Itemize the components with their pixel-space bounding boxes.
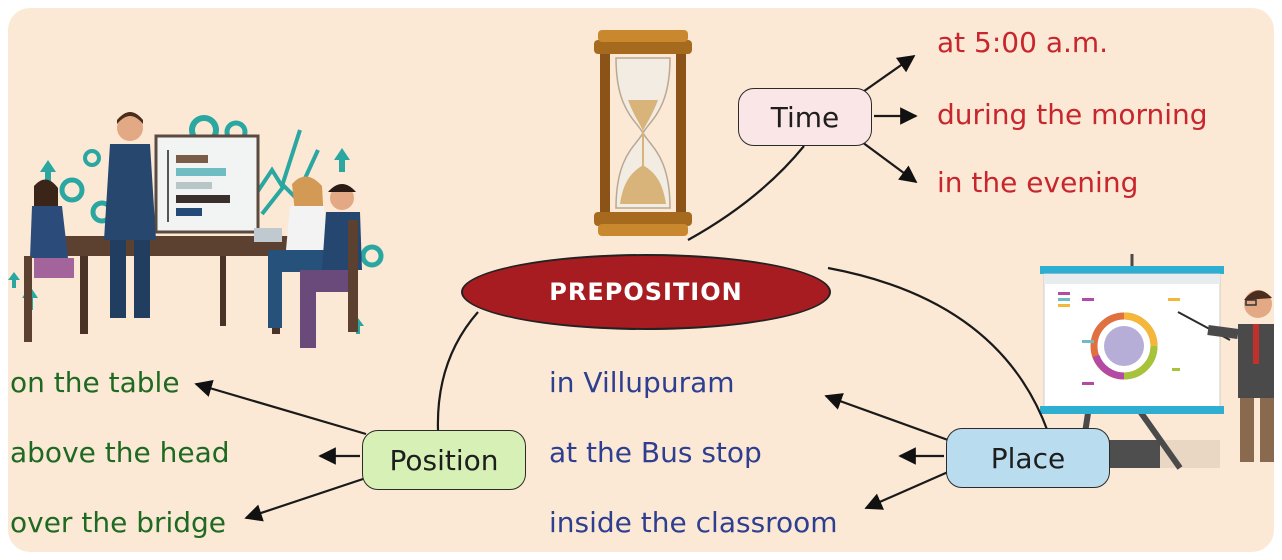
connector-centre-place: [827, 266, 1050, 433]
example-place-2: at the Bus stop: [549, 436, 762, 469]
example-position-1: on the table: [10, 366, 180, 399]
centre-node-preposition: PREPOSITION: [461, 254, 831, 330]
arrow-time-3: [861, 141, 918, 184]
example-place-1: in Villupuram: [549, 366, 735, 399]
connector-centre-position: [436, 311, 479, 431]
arrow-place-1: [824, 393, 949, 442]
meeting-illustration: [8, 112, 384, 348]
category-node-place: Place: [946, 428, 1110, 488]
example-time-2: during the morning: [937, 98, 1208, 131]
category-node-position: Position: [362, 430, 526, 490]
arrow-place-3: [864, 470, 949, 510]
category-node-time: Time: [738, 88, 872, 146]
example-time-3: in the evening: [937, 166, 1139, 199]
example-time-1: at 5:00 a.m.: [937, 26, 1109, 59]
example-position-2: above the head: [10, 436, 230, 469]
arrow-position-3: [244, 476, 367, 522]
example-place-3: inside the classroom: [549, 506, 838, 539]
arrow-position-1: [194, 380, 367, 436]
connector-centre-time: [687, 145, 805, 241]
arrow-time-1: [859, 54, 916, 95]
hourglass-illustration: [594, 30, 692, 236]
example-position-3: over the bridge: [10, 506, 227, 539]
